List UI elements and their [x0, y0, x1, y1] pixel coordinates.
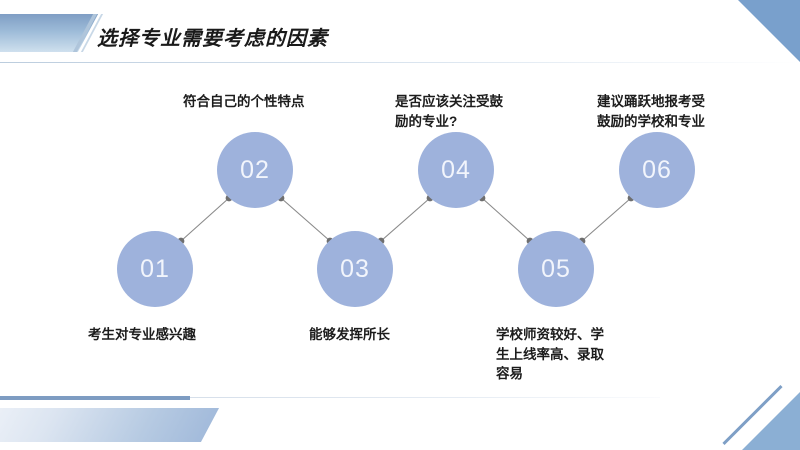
top-right-triangle-decoration — [738, 0, 800, 62]
bottom-left-parallelogram-decoration — [0, 408, 220, 442]
node-caption-06: 建议踊跃地报考受 鼓励的学校和专业 — [597, 94, 705, 129]
bottom-hairline-decoration — [190, 397, 660, 398]
node-number-06: 06 — [642, 155, 672, 184]
node-caption-03: 能够发挥所长 — [309, 327, 390, 342]
connector-line-03-04 — [380, 197, 431, 242]
connector-line-02-03 — [280, 197, 331, 242]
node-caption-02: 符合自己的个性特点 — [183, 94, 305, 109]
node-caption-01: 考生对专业感兴趣 — [88, 327, 196, 342]
node-number-02: 02 — [240, 155, 270, 184]
node-number-01: 01 — [140, 254, 170, 283]
header-divider-rule — [0, 62, 800, 63]
process-node-05[interactable]: 05 — [518, 231, 594, 307]
node-number-05: 05 — [541, 254, 571, 283]
connector-line-05-06 — [581, 197, 632, 242]
bottom-right-triangle-decoration — [742, 392, 800, 450]
connector-line-04-05 — [481, 197, 531, 242]
process-node-03[interactable]: 03 — [317, 231, 393, 307]
node-number-04: 04 — [441, 155, 471, 184]
process-node-01[interactable]: 01 — [117, 231, 193, 307]
process-node-04[interactable]: 04 — [418, 132, 494, 208]
page-title: 选择专业需要考虑的因素 — [97, 28, 328, 50]
bottom-left-bar-decoration — [0, 396, 190, 400]
node-number-03: 03 — [340, 254, 370, 283]
connector-line-01-02 — [180, 197, 230, 242]
process-node-06[interactable]: 06 — [619, 132, 695, 208]
node-caption-05: 学校师资较好、学 生上线率高、录取 容易 — [496, 327, 604, 382]
node-caption-04: 是否应该关注受鼓 励的专业? — [395, 94, 503, 129]
process-node-02[interactable]: 02 — [217, 132, 293, 208]
